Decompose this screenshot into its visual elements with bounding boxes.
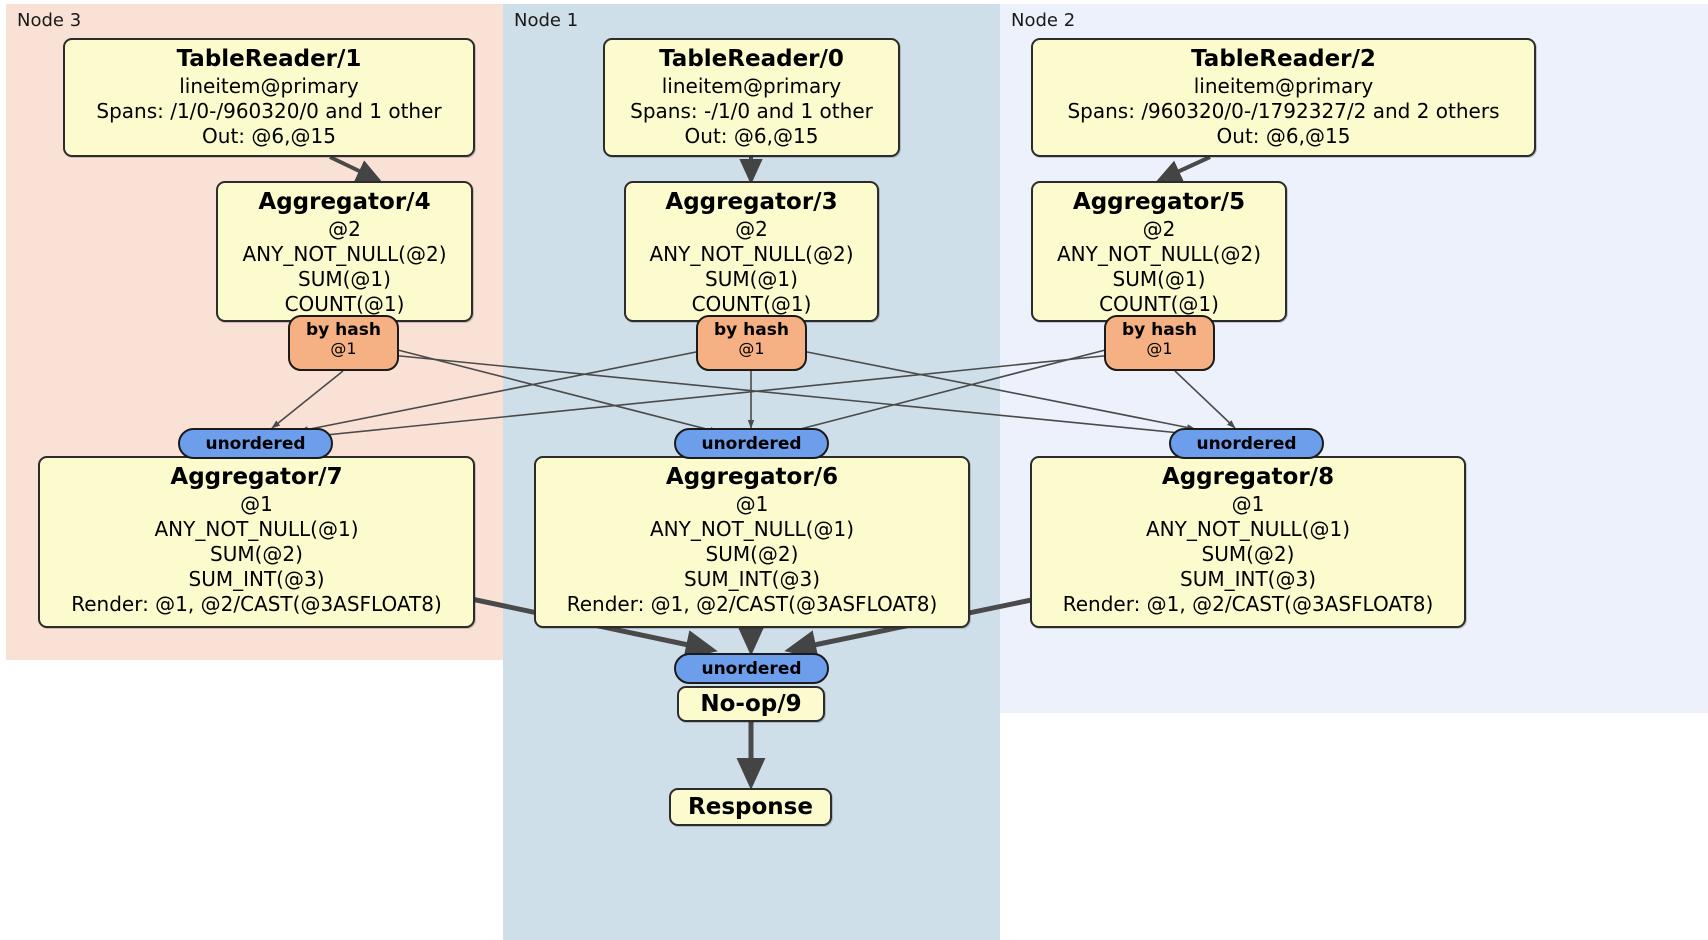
processor-title: TableReader/0	[659, 46, 844, 72]
processor-detail-line: SUM_INT(@3)	[684, 567, 820, 591]
processor-detail-line: SUM(@2)	[705, 542, 799, 566]
processor-detail-line: ANY_NOT_NULL(@2)	[242, 242, 447, 266]
synchronizer-unordered-final[interactable]: unordered	[674, 653, 829, 684]
node-panel-label-node-3: Node 3	[17, 10, 82, 31]
processor-aggregator-8[interactable]: Aggregator/8 @1 ANY_NOT_NULL(@1) SUM(@2)…	[1030, 456, 1466, 628]
processor-title: TableReader/1	[176, 46, 362, 72]
router-column: @1	[1146, 339, 1173, 358]
processor-detail-line: Spans: -/1/0 and 1 other	[630, 99, 873, 123]
processor-aggregator-6[interactable]: Aggregator/6 @1 ANY_NOT_NULL(@1) SUM(@2)…	[534, 456, 970, 628]
processor-detail-line: SUM(@1)	[705, 267, 798, 291]
processor-detail-line: SUM_INT(@3)	[188, 567, 325, 591]
processor-aggregator-7[interactable]: Aggregator/7 @1 ANY_NOT_NULL(@1) SUM(@2)…	[38, 456, 475, 628]
processor-tablereader-1[interactable]: TableReader/1 lineitem@primary Spans: /1…	[63, 38, 475, 157]
processor-detail-line: SUM(@1)	[298, 267, 391, 291]
processor-detail-line: SUM_INT(@3)	[1180, 567, 1316, 591]
processor-detail-line: @2	[735, 217, 768, 241]
processor-detail-line: @1	[240, 492, 273, 516]
processor-title: Aggregator/3	[665, 189, 838, 215]
processor-detail-line: ANY_NOT_NULL(@1)	[650, 517, 854, 541]
processor-detail-line: COUNT(@1)	[1099, 292, 1219, 316]
router-by-hash-right[interactable]: by hash @1	[1104, 315, 1215, 371]
router-by-hash-left[interactable]: by hash @1	[288, 315, 399, 371]
router-label: by hash	[714, 320, 789, 340]
processor-detail-line: @2	[328, 217, 361, 241]
synchronizer-unordered-right[interactable]: unordered	[1169, 428, 1324, 459]
processor-title: Response	[688, 793, 813, 820]
processor-aggregator-3[interactable]: Aggregator/3 @2 ANY_NOT_NULL(@2) SUM(@1)…	[624, 181, 879, 322]
processor-detail-line: Spans: /1/0-/960320/0 and 1 other	[96, 99, 442, 123]
processor-detail-line: ANY_NOT_NULL(@2)	[649, 242, 854, 266]
processor-detail-line: @1	[735, 492, 769, 516]
processor-title: TableReader/2	[1191, 46, 1376, 72]
synchronizer-label: unordered	[701, 659, 802, 679]
processor-detail-line: COUNT(@1)	[691, 292, 812, 316]
processor-detail-line: Out: @6,@15	[684, 124, 819, 148]
synchronizer-unordered-mid[interactable]: unordered	[674, 428, 829, 459]
processor-title: Aggregator/4	[258, 189, 431, 215]
processor-detail-line: ANY_NOT_NULL(@1)	[1146, 517, 1350, 541]
processor-title: No-op/9	[700, 690, 802, 717]
processor-detail-line: @1	[1231, 492, 1265, 516]
processor-detail-line: SUM(@2)	[1201, 542, 1295, 566]
processor-title: Aggregator/6	[665, 464, 839, 490]
processor-aggregator-4[interactable]: Aggregator/4 @2 ANY_NOT_NULL(@2) SUM(@1)…	[216, 181, 473, 322]
synchronizer-unordered-left[interactable]: unordered	[178, 428, 333, 459]
processor-detail-line: Out: @6,@15	[1216, 124, 1351, 148]
processor-detail-line: Render: @1, @2/CAST(@3ASFLOAT8)	[1062, 592, 1434, 616]
processor-response[interactable]: Response	[669, 788, 832, 826]
router-by-hash-mid[interactable]: by hash @1	[696, 315, 807, 371]
processor-detail-line: SUM(@2)	[210, 542, 303, 566]
node-panel-label-node-1: Node 1	[514, 10, 579, 31]
processor-title: Aggregator/5	[1072, 189, 1246, 215]
node-panel-label-node-2: Node 2	[1011, 10, 1076, 31]
processor-detail-line: Out: @6,@15	[202, 124, 336, 148]
synchronizer-label: unordered	[205, 434, 306, 454]
router-column: @1	[738, 339, 765, 358]
processor-detail-line: ANY_NOT_NULL(@1)	[154, 517, 359, 541]
processor-detail-line: COUNT(@1)	[284, 292, 405, 316]
router-label: by hash	[306, 320, 381, 340]
processor-noop-9[interactable]: No-op/9	[677, 686, 825, 722]
processor-title: Aggregator/8	[1161, 464, 1335, 490]
router-column: @1	[330, 339, 357, 358]
processor-detail-line: Render: @1, @2/CAST(@3ASFLOAT8)	[566, 592, 938, 616]
synchronizer-label: unordered	[1196, 434, 1297, 454]
processor-detail-line: lineitem@primary	[179, 74, 359, 98]
router-label: by hash	[1122, 320, 1197, 340]
processor-detail-line: @2	[1142, 217, 1176, 241]
processor-tablereader-2[interactable]: TableReader/2 lineitem@primary Spans: /9…	[1031, 38, 1536, 157]
processor-detail-line: SUM(@1)	[1112, 267, 1206, 291]
synchronizer-label: unordered	[701, 434, 802, 454]
processor-tablereader-0[interactable]: TableReader/0 lineitem@primary Spans: -/…	[603, 38, 900, 157]
processor-detail-line: lineitem@primary	[661, 74, 842, 98]
processor-detail-line: Spans: /960320/0-/1792327/2 and 2 others	[1067, 99, 1500, 123]
processor-aggregator-5[interactable]: Aggregator/5 @2 ANY_NOT_NULL(@2) SUM(@1)…	[1031, 181, 1287, 322]
processor-detail-line: Render: @1, @2/CAST(@3ASFLOAT8)	[71, 592, 442, 616]
processor-detail-line: lineitem@primary	[1193, 74, 1374, 98]
processor-detail-line: ANY_NOT_NULL(@2)	[1057, 242, 1261, 266]
processor-title: Aggregator/7	[170, 464, 343, 490]
